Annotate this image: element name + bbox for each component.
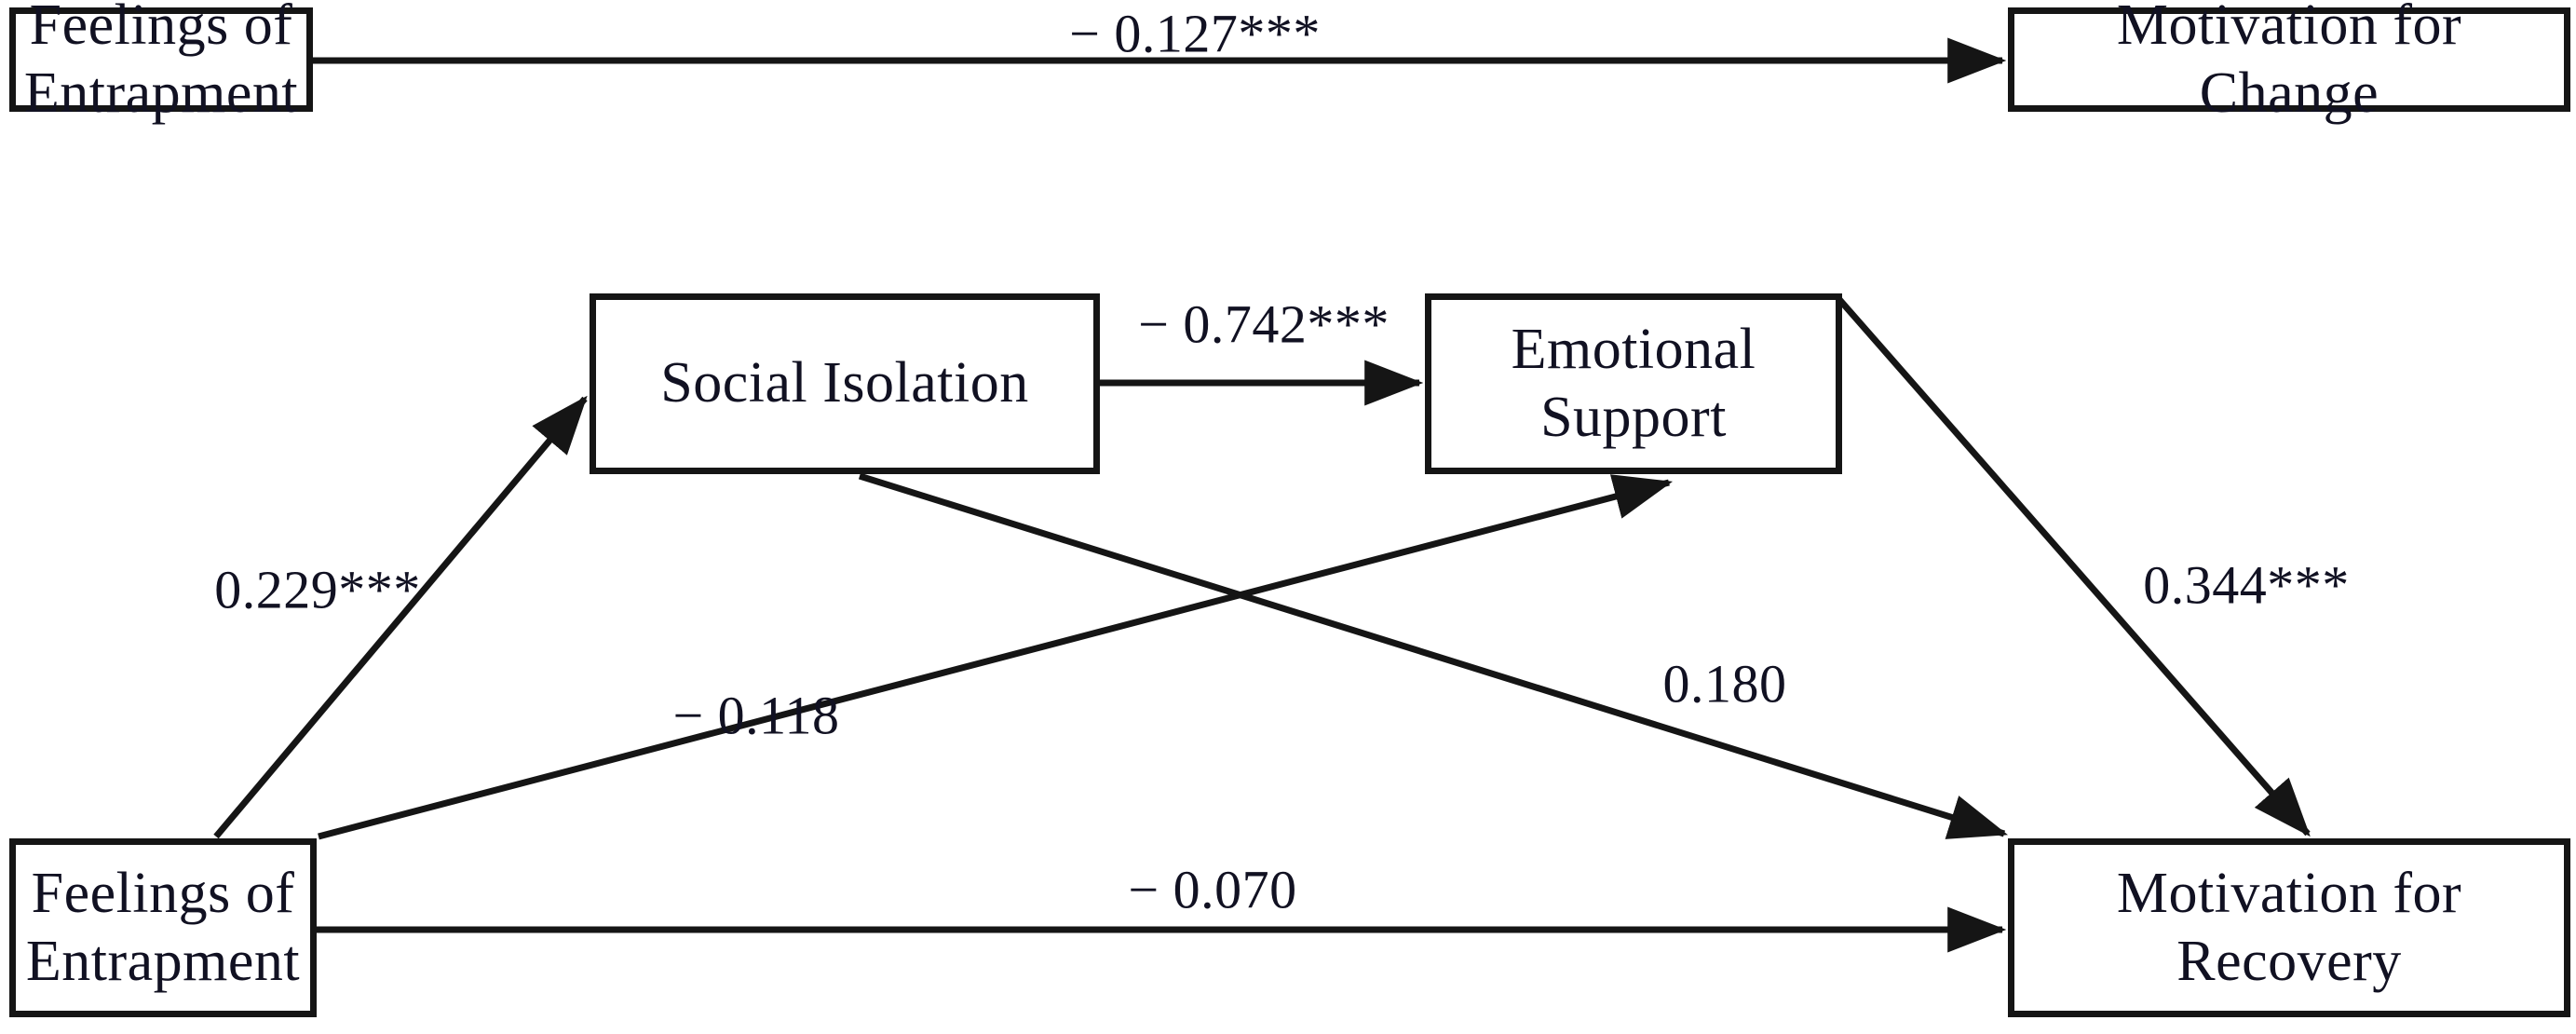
node-label-social-isolation: Social Isolation bbox=[660, 351, 1029, 415]
edge-entrapment-to-isolation bbox=[213, 395, 588, 839]
edge-coefficient-support-to-recovery: 0.344*** bbox=[2143, 554, 2350, 616]
node-social-isolation: Social Isolation bbox=[590, 293, 1100, 474]
node-label-motivation-recovery: Motivation for Recovery bbox=[2116, 861, 2462, 993]
node-emotional-support: Emotional Support bbox=[1425, 293, 1842, 474]
node-motivation-change: Motivation for Change bbox=[2008, 0, 2570, 125]
node-label-entrapment-top: Feelings of Entrapment bbox=[23, 0, 299, 125]
node-label-entrapment-bottom: Feelings of Entrapment bbox=[25, 861, 301, 993]
edge-isolation-to-recovery bbox=[858, 472, 2009, 839]
edge-lines bbox=[213, 37, 2311, 953]
edge-coefficient-entrapment-to-support: − 0.118 bbox=[672, 685, 840, 746]
edge-coefficient-isolation-to-recovery: 0.180 bbox=[1662, 653, 1787, 714]
edge-coefficient-entrapment-to-recovery: − 0.070 bbox=[1128, 859, 1297, 920]
edge-coefficient-isolation-to-support: − 0.742*** bbox=[1138, 293, 1390, 355]
node-motivation-recovery: Motivation for Recovery bbox=[2008, 838, 2570, 1017]
node-label-emotional-support: Emotional Support bbox=[1511, 317, 1756, 449]
edge-coefficient-entrapment-to-change: − 0.127*** bbox=[1069, 3, 1321, 64]
edge-support-to-recovery bbox=[1834, 293, 2311, 837]
node-label-motivation-change: Motivation for Change bbox=[2116, 0, 2462, 125]
edge-coefficient-entrapment-to-isolation: 0.229*** bbox=[214, 559, 421, 620]
node-entrapment-top: Feelings of Entrapment bbox=[9, 0, 313, 125]
edge-entrapment-to-support bbox=[318, 474, 1674, 840]
node-entrapment-bottom: Feelings of Entrapment bbox=[9, 838, 317, 1017]
